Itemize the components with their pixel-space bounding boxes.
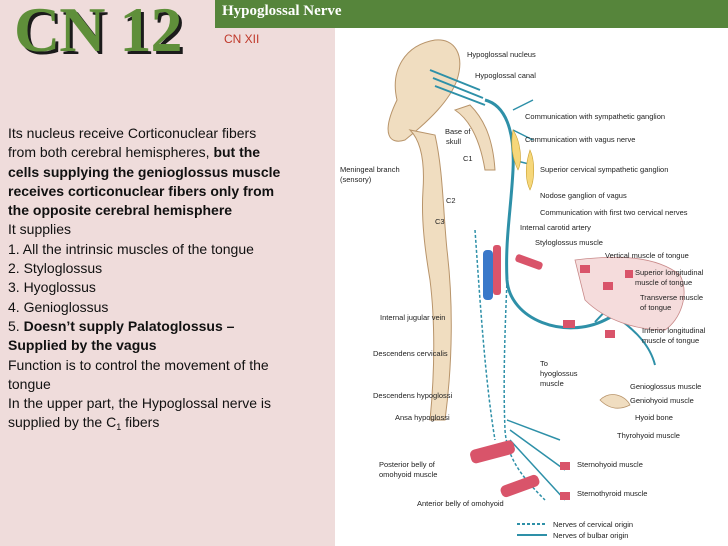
text-line: 2. Styloglossus [8,260,103,277]
label: C2 [446,196,456,205]
left-panel [0,0,335,546]
text-fragment: supplied by the C [8,414,117,431]
hyoid-bone [599,394,631,409]
skull-base [453,104,496,171]
text-fragment: from both cerebral hemispheres, [8,144,210,161]
text-line: cells supplying the genioglossus muscle [8,163,281,180]
label: hyoglossus [540,369,578,378]
label: Communication with vagus nerve [525,135,635,144]
text-line: the opposite cerebral hemisphere [8,202,233,219]
text-line: Function is to control the movement of t… [8,356,269,373]
label: Internal carotid artery [520,223,591,232]
label: skull [446,137,461,146]
body-text: Its nucleus receive Corticonuclear fiber… [8,124,328,438]
sternohyoid [560,462,570,470]
cranial-number: CN XII [224,32,260,46]
text-line: receives corticonuclear fibers only from [8,182,275,199]
label: Superior longitudinal [635,268,704,277]
text-line: Supplied by the vagus [8,337,157,354]
descendens-hypoglossi [503,279,546,501]
legend-bulbar-label: Nerves of bulbar origin [553,531,628,540]
text-line: tongue [8,375,51,392]
descendens-cervicalis [474,229,496,441]
label: To [540,359,548,368]
text-fragment: 5. [8,317,20,334]
label: C1 [463,154,473,163]
vagus-ganglion [525,149,535,191]
sternothyroid [560,492,570,500]
muscle-block [625,270,633,278]
label: Geniohyoid muscle [630,396,694,405]
text-line: 3. Hyoglossus [8,279,96,296]
label: Communication with first two cervical ne… [540,208,688,217]
text-line: 1. All the intrinsic muscles of the tong… [8,240,254,257]
label: Sternohyoid muscle [577,460,643,469]
label: Superior cervical sympathetic ganglion [540,165,668,174]
label: Inferior longitudinal [642,326,706,335]
label: muscle of tongue [635,278,692,287]
text-line: It supplies [8,221,72,238]
muscle-block [563,320,575,328]
label: omohyoid muscle [379,470,437,479]
text-fragment: fibers [125,414,160,431]
label: Hypoglossal nucleus [467,50,536,59]
sympathetic-ganglion [511,129,521,171]
omohyoid-posterior [470,440,515,464]
styloglossus-muscle [515,254,543,270]
label: C3 [435,217,445,226]
text-fragment-bold: Doesn’t supply Palatoglossus – [23,317,235,334]
label: Hypoglossal canal [475,71,536,80]
muscle-block [580,265,590,273]
legend-cervical-label: Nerves of cervical origin [553,520,633,529]
muscle-block [603,282,613,290]
text-line: from both cerebral hemispheres, but the [8,143,328,162]
label: Styloglossus muscle [535,238,603,247]
label: Internal jugular vein [380,313,445,322]
label: Base of [445,127,471,136]
label: Descendens hypoglossi [373,391,453,400]
label: of tongue [640,303,671,312]
hypoglossal-diagram: Hypoglossal nucleus Hypoglossal canal Co… [340,39,706,540]
label: Ansa hypoglossi [395,413,450,422]
text-line: 5. Doesn’t supply Palatoglossus – [8,317,328,336]
nucleus-fibers [429,69,486,106]
label: Hyoid bone [635,413,673,422]
slide-title: CN 12 [14,0,182,65]
subscript: 1 [116,422,122,433]
muscle-block [605,330,615,338]
label: Thyrohyoid muscle [617,431,680,440]
text-line: supplied by the C1 fibers [8,413,328,437]
label: Nodose ganglion of vagus [540,191,627,200]
label: Sternothyroid muscle [577,489,647,498]
nerve-name: Hypoglossal Nerve [222,3,342,19]
label: Transverse muscle [640,293,703,302]
label: Genioglossus muscle [630,382,701,391]
label: muscle of tongue [642,336,699,345]
label: Anterior belly of omohyoid [417,499,504,508]
ansa-branches [506,419,566,501]
text-line: Its nucleus receive Corticonuclear fiber… [8,125,257,141]
tongue [574,256,685,331]
label: Meningeal branch [340,165,400,174]
omohyoid-anterior [500,474,540,498]
title-bar [215,0,728,28]
label: muscle [540,379,564,388]
vertebral-column [408,129,452,421]
internal-jugular-vein [483,250,493,300]
label: Communication with sympathetic ganglion [525,112,665,121]
label: Descendens cervicalis [373,349,448,358]
internal-carotid-artery [493,245,501,295]
text-line: 4. Genioglossus [8,298,109,315]
header-band [215,28,335,54]
label: (sensory) [340,175,372,184]
text-fragment-bold: but the [213,144,261,161]
label: Posterior belly of [379,460,436,469]
label: Vertical muscle of tongue [605,251,689,260]
text-line: In the upper part, the Hypoglossal nerve… [8,395,272,412]
